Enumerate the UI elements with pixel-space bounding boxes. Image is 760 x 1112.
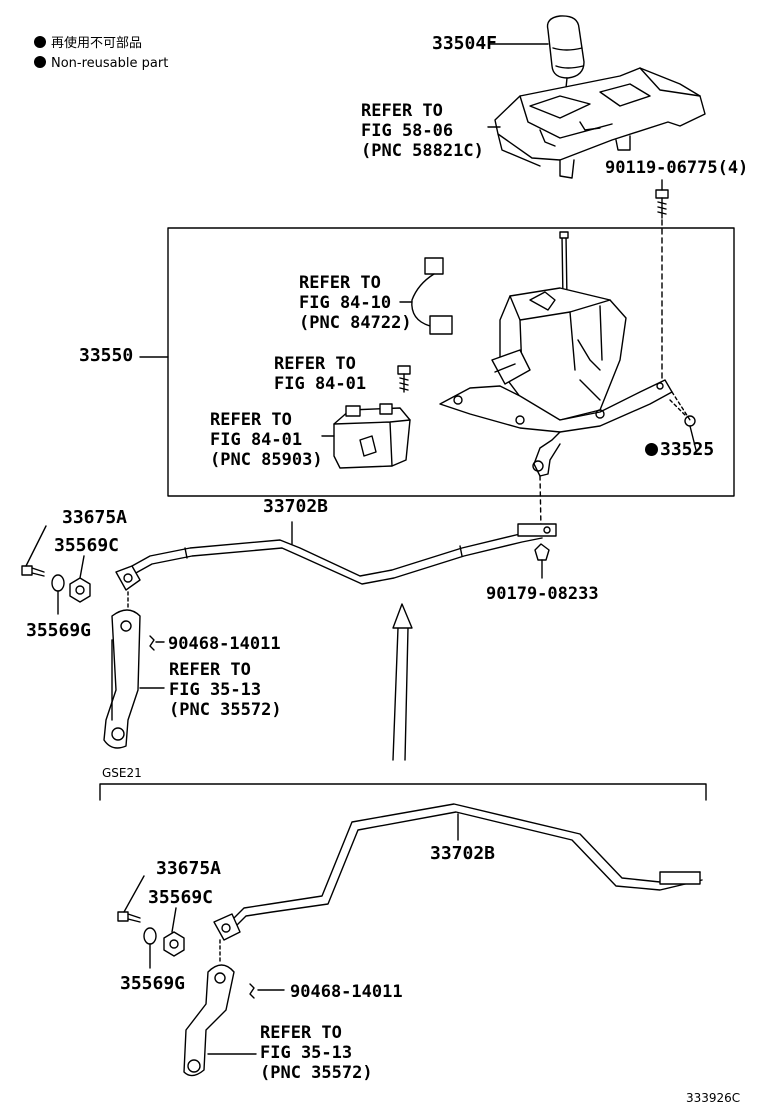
control-cable-lower-illustration — [213, 803, 703, 941]
refer-fig-84-10[interactable]: REFER TO FIG 84-10 (PNC 84722) — [299, 273, 412, 333]
part-label-33504F[interactable]: 33504F — [432, 33, 498, 54]
bolt-90119-illustration — [655, 179, 669, 219]
nut-33525-illustration — [684, 415, 696, 427]
refer-fig-84-01-screw[interactable]: REFER TO FIG 84-01 — [274, 354, 367, 394]
lever-bottom-illustration — [183, 939, 235, 1077]
part-label-33675A-bottom[interactable]: 33675A — [156, 858, 222, 879]
console-panel-illustration — [494, 67, 706, 179]
pin-bottom-illustration — [249, 983, 255, 999]
legend-line-1: 再使用不可部品 — [34, 36, 142, 52]
control-cable-upper-illustration — [115, 523, 557, 591]
lever-top-illustration — [103, 591, 141, 749]
shift-knob-illustration — [546, 15, 585, 89]
part-label-90179-08233[interactable]: 90179-08233 — [486, 584, 599, 604]
part-label-35569C-bottom[interactable]: 35569C — [148, 887, 214, 908]
part-label-33702B-bottom[interactable]: 33702B — [430, 843, 496, 864]
harness-connector-illustration — [399, 257, 453, 335]
part-label-35569G-bottom[interactable]: 35569G — [120, 973, 186, 994]
direction-arrow — [392, 603, 413, 761]
refer-fig-84-01-switch[interactable]: REFER TO FIG 84-01 (PNC 85903) — [210, 410, 323, 470]
variant-bracket — [99, 783, 707, 801]
shift-lever-assembly-illustration — [439, 231, 673, 531]
assembly-box-33550 — [167, 227, 735, 497]
part-label-35569G-top[interactable]: 35569G — [26, 620, 92, 641]
bolt-33675a-top-illustration — [21, 525, 47, 577]
refer-fig-35-13-bottom[interactable]: REFER TO FIG 35-13 (PNC 35572) — [260, 1023, 373, 1083]
part-label-35569C-top[interactable]: 35569C — [54, 535, 120, 556]
pin-top-illustration — [149, 635, 155, 651]
part-label-90119-06775[interactable]: 90119-06775(4) — [605, 158, 749, 178]
non-reusable-dot-icon — [645, 443, 658, 456]
refer-fig-58-06[interactable]: REFER TO FIG 58-06 (PNC 58821C) — [361, 101, 484, 161]
part-label-33525[interactable]: 33525 — [645, 440, 714, 460]
bolt-33675a-bottom-illustration — [117, 875, 145, 923]
legend-line-2: Non-reusable part — [34, 56, 168, 72]
variant-label: GSE21 — [102, 766, 142, 780]
refer-fig-35-13-top[interactable]: REFER TO FIG 35-13 (PNC 35572) — [169, 660, 282, 720]
screw-illustration — [397, 365, 411, 393]
non-reusable-dot-icon — [34, 36, 46, 48]
illustration-id: 333926C — [686, 1091, 741, 1105]
nut-90179-illustration — [534, 543, 550, 561]
part-label-33550[interactable]: 33550 — [79, 345, 134, 366]
switch-block-illustration — [321, 403, 411, 469]
part-label-90468-14011-bottom[interactable]: 90468-14011 — [290, 982, 403, 1002]
part-label-90468-14011-top[interactable]: 90468-14011 — [168, 634, 281, 654]
non-reusable-dot-icon — [34, 56, 46, 68]
part-label-33702B-top[interactable]: 33702B — [263, 496, 329, 517]
part-label-33675A-top[interactable]: 33675A — [62, 507, 128, 528]
